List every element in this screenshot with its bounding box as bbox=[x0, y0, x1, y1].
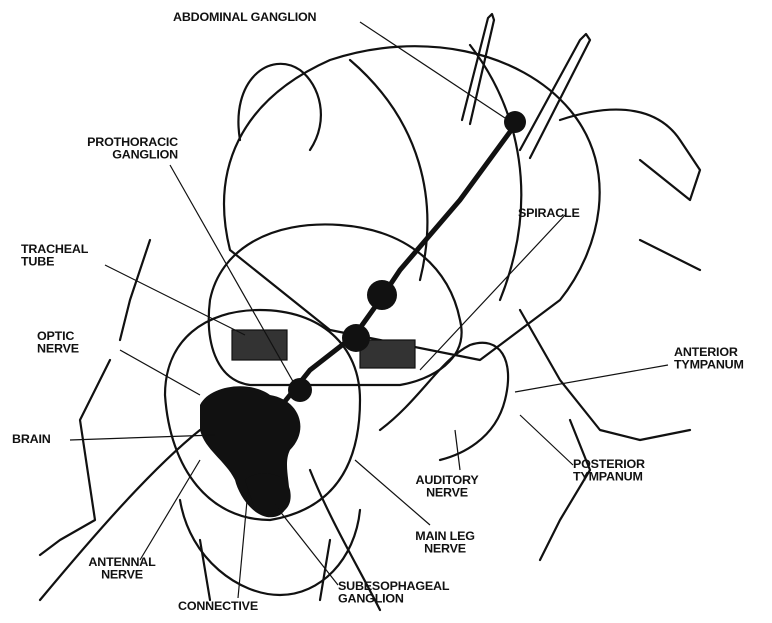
ventral-nerve-cord bbox=[270, 125, 515, 420]
abdominal-ganglion-blob bbox=[504, 111, 526, 133]
label-antennal-line2: NERVE bbox=[75, 569, 169, 581]
label-anterior-tympanum: ANTERIOR TYMPANUM bbox=[674, 347, 744, 372]
label-auditory-nerve: AUDITORY NERVE bbox=[402, 475, 492, 500]
mesothoracic-ganglion-blob bbox=[342, 324, 370, 352]
label-abdominal-ganglion: ABDOMINAL GANGLION bbox=[173, 11, 316, 23]
label-anterior-line2: TYMPANUM bbox=[674, 359, 744, 371]
label-subesophageal-line2: GANGLION bbox=[338, 593, 449, 605]
abdomen-outline bbox=[224, 46, 600, 360]
leader-auditory bbox=[455, 430, 460, 470]
label-subesophageal-ganglion: SUBESOPHAGEAL GANGLION bbox=[338, 581, 449, 606]
leader-anterior bbox=[515, 365, 668, 392]
front-leg-right bbox=[520, 310, 690, 440]
label-main-leg-line2: NERVE bbox=[400, 543, 490, 555]
leader-optic bbox=[120, 350, 200, 395]
mid-leg-right bbox=[640, 240, 700, 270]
mid-leg-left bbox=[120, 240, 150, 340]
label-tracheal-line2: TUBE bbox=[21, 256, 88, 268]
leader-connective bbox=[238, 490, 248, 598]
label-main-leg-nerve: MAIN LEG NERVE bbox=[400, 531, 490, 556]
metathoracic-ganglion-blob bbox=[367, 280, 397, 310]
label-tracheal-tube: TRACHEAL TUBE bbox=[21, 244, 88, 269]
label-brain: BRAIN bbox=[12, 433, 51, 445]
label-connective: CONNECTIVE bbox=[178, 600, 258, 612]
label-posterior-tympanum: POSTERIOR TYMPANUM bbox=[573, 459, 645, 484]
hind-leg-left bbox=[238, 64, 320, 150]
label-optic-line2: NERVE bbox=[37, 343, 79, 355]
label-auditory-line2: NERVE bbox=[402, 487, 492, 499]
prothoracic-ganglion-blob bbox=[288, 378, 312, 402]
front-leg-left bbox=[40, 360, 110, 555]
leader-spiracle bbox=[420, 215, 565, 370]
wing-fold-line bbox=[350, 60, 427, 280]
leader-posterior bbox=[520, 415, 573, 465]
label-spiracle: SPIRACLE bbox=[518, 207, 580, 219]
label-prothoracic-line2: GANGLION bbox=[60, 149, 178, 161]
leader-tracheal bbox=[105, 265, 245, 335]
label-prothoracic-ganglion: PROTHORACIC GANGLION bbox=[60, 137, 178, 162]
leader-brain bbox=[70, 435, 215, 440]
leader-antennal bbox=[140, 460, 200, 560]
label-posterior-line2: TYMPANUM bbox=[573, 471, 645, 483]
antenna-top-right bbox=[520, 34, 590, 158]
label-antennal-nerve: ANTENNAL NERVE bbox=[75, 557, 169, 582]
pronotum-outline bbox=[209, 224, 462, 385]
label-optic-nerve: OPTIC NERVE bbox=[37, 331, 79, 356]
